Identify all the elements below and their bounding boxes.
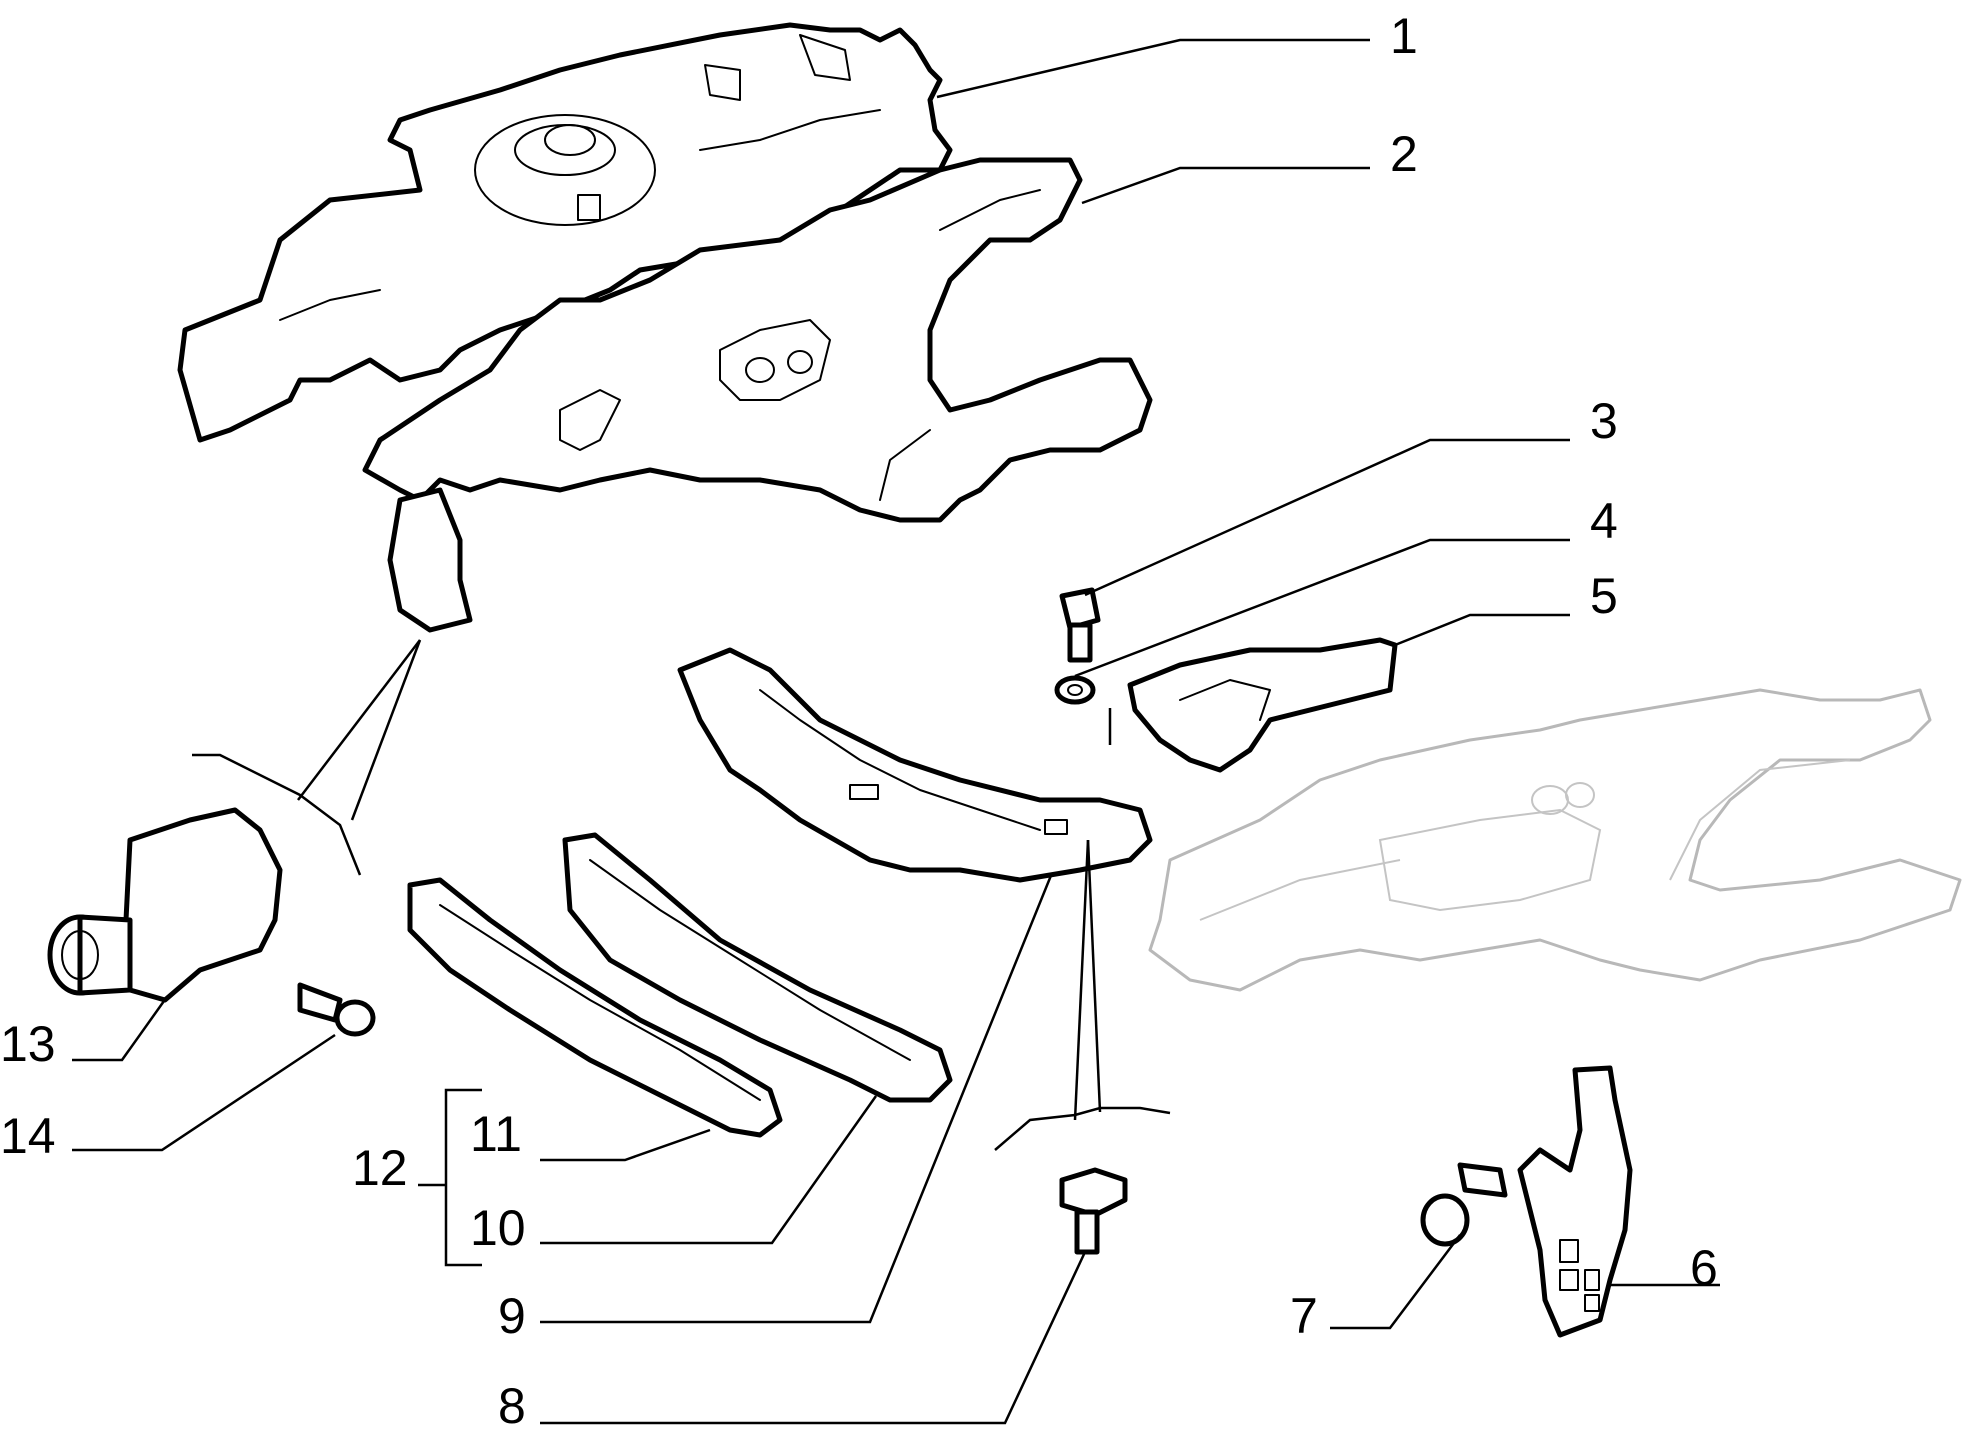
- ghost-assembled-frame: [1148, 688, 1962, 992]
- leader-14: [72, 1033, 336, 1152]
- callout-8: 8: [498, 1378, 526, 1429]
- part-10-rail: [562, 832, 953, 1103]
- callout-3: 3: [1590, 393, 1618, 449]
- leader-4: [1074, 538, 1570, 678]
- leader-8: [540, 1251, 1087, 1425]
- callout-labels: 1 2 3 4 5 6 7 8 9 10 11 12 13 14: [0, 8, 1718, 1429]
- leader-10: [540, 1095, 878, 1245]
- leader-lines: [72, 38, 1720, 1425]
- callout-5: 5: [1590, 568, 1618, 624]
- leader-1: [936, 38, 1370, 99]
- callout-11: 11: [470, 1106, 522, 1162]
- callout-14: 14: [0, 1108, 56, 1164]
- part-5-bracket: [1127, 637, 1398, 773]
- break-line-right: [994, 1106, 1171, 1151]
- connection-2-13b: [350, 639, 422, 821]
- leader-13: [72, 1000, 166, 1062]
- leader-12-bracket: [444, 1088, 482, 1267]
- callout-1: 1: [1390, 8, 1418, 64]
- callout-6: 6: [1690, 1240, 1718, 1296]
- callout-9: 9: [498, 1288, 526, 1344]
- callout-10: 10: [470, 1200, 526, 1256]
- part-4-washer: [1054, 675, 1096, 705]
- leader-11: [540, 1128, 711, 1162]
- part-2-side-member: [362, 157, 1153, 633]
- leader-3: [1084, 438, 1570, 597]
- part-9-cross-member: [677, 647, 1153, 883]
- part-11-rail: [407, 877, 783, 1138]
- callout-7: 7: [1290, 1288, 1318, 1344]
- break-line-left: [192, 753, 362, 876]
- leader-5: [1394, 613, 1570, 647]
- part-3-screw: [1059, 587, 1101, 663]
- part-1-wheelhouse: [177, 22, 953, 443]
- connection-2-13: [297, 639, 421, 801]
- callout-2: 2: [1390, 126, 1418, 182]
- part-13-mount: [47, 807, 283, 1003]
- connection-9-8b: [1086, 839, 1102, 1113]
- leader-9: [540, 872, 1054, 1324]
- part-8-bolt: [1059, 1167, 1128, 1255]
- callout-12: 12: [352, 1140, 408, 1196]
- callout-13: 13: [0, 1016, 56, 1072]
- callout-4: 4: [1590, 493, 1618, 549]
- leader-7: [1330, 1234, 1461, 1330]
- part-7-bolt: [1420, 1162, 1508, 1247]
- part-6-bracket: [1517, 1065, 1633, 1338]
- leader-2: [1081, 166, 1370, 205]
- part-14-bolt: [297, 982, 376, 1037]
- connection-9-8a: [1073, 839, 1090, 1121]
